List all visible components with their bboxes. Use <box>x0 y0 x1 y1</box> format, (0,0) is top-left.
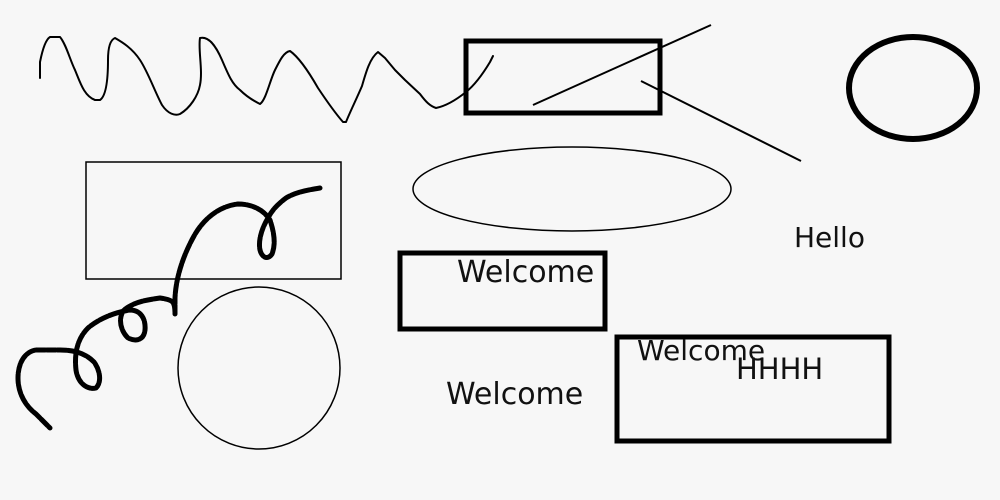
diagonal-line-up <box>532 24 712 106</box>
welcome-text-in-box: Welcome <box>457 255 595 290</box>
thick-circle-top-right <box>846 34 980 142</box>
thin-ellipse-middle <box>412 146 732 232</box>
hello-text: Hello <box>794 221 865 254</box>
thick-curly-stroke <box>15 185 323 431</box>
thin-circle-lower <box>177 286 341 450</box>
wavy-stroke <box>39 36 494 123</box>
thick-rectangle-middle <box>397 250 608 332</box>
hhhh-text: HHHH <box>736 352 824 386</box>
thick-rectangle-top <box>463 38 663 116</box>
thin-rectangle-left <box>85 161 342 280</box>
welcome-text-big-box: Welcome <box>637 334 766 367</box>
diagonal-line-down <box>640 80 802 162</box>
thick-rectangle-lower-right <box>614 334 892 444</box>
welcome-text-free: Welcome <box>446 377 584 412</box>
